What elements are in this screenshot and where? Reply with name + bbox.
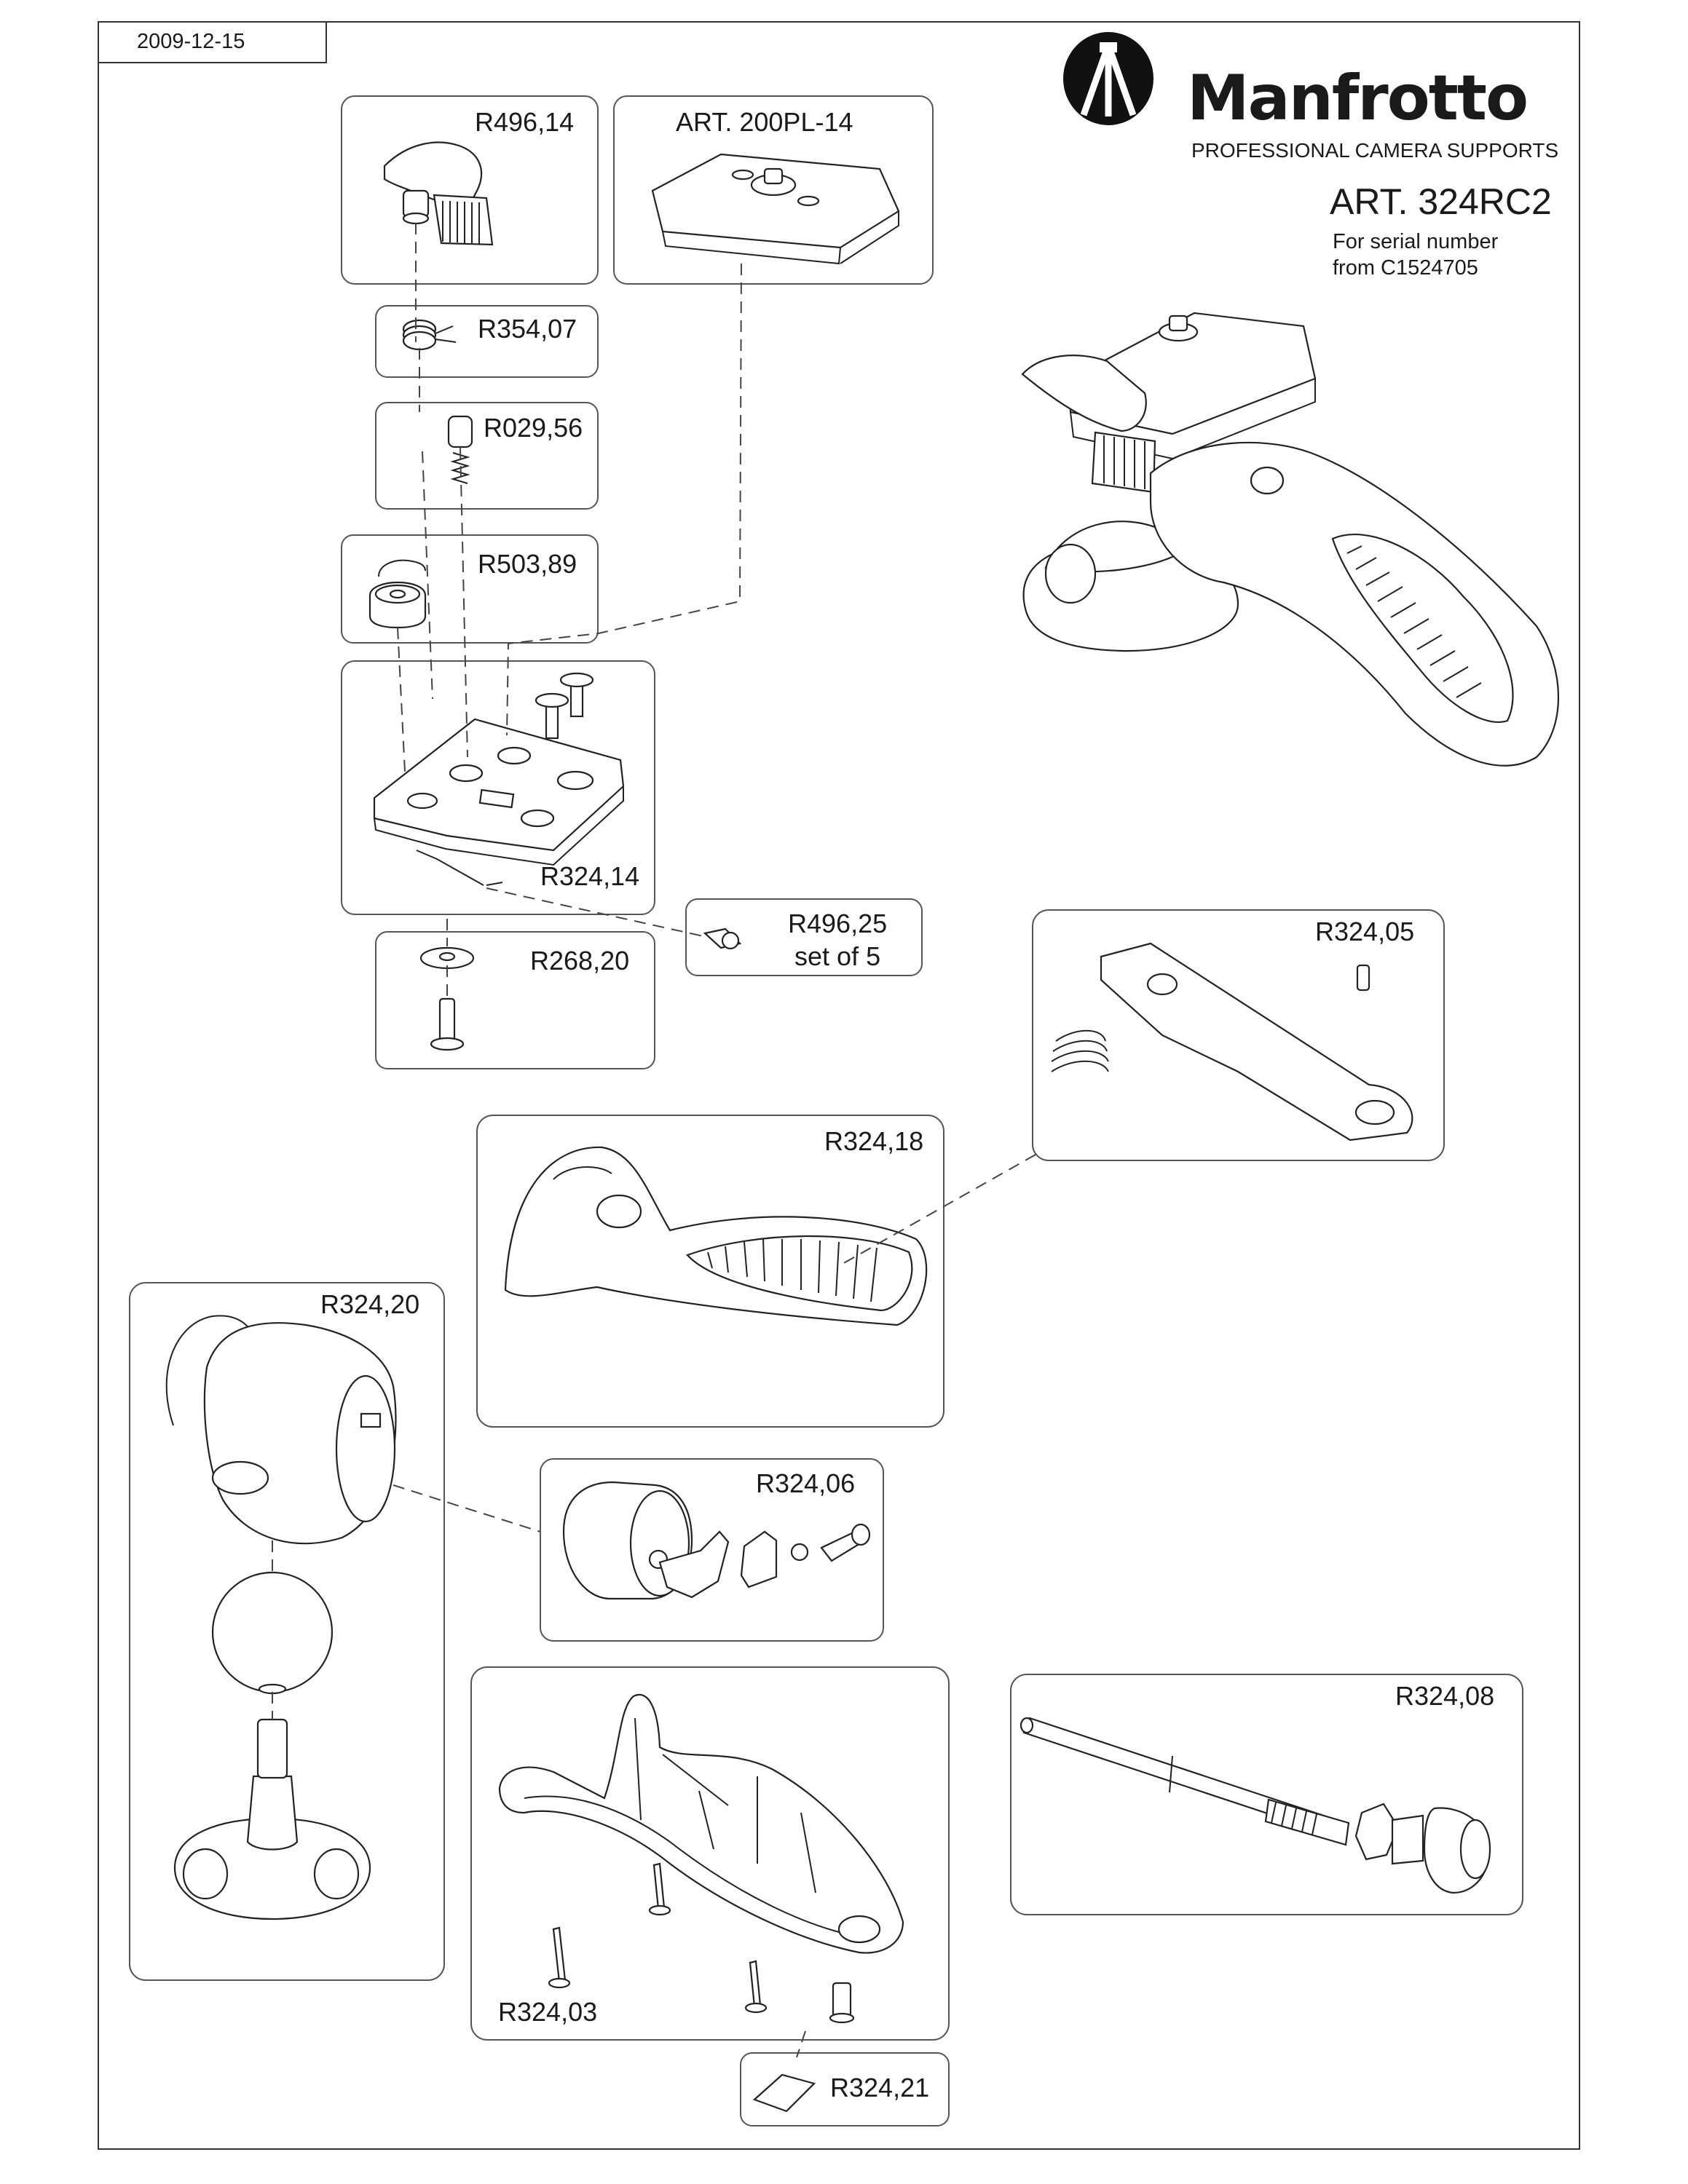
box-r324-03 <box>470 1666 950 2041</box>
assembly-guide-lines <box>272 223 1036 2058</box>
assembled-head-drawing <box>1021 312 1559 767</box>
box-r324-18 <box>476 1115 944 1428</box>
box-r324-21 <box>740 2052 950 2126</box>
part-200pl-14-drawing <box>651 153 900 265</box>
part-r268-20-drawing <box>419 946 475 1051</box>
box-r324-08 <box>1010 1674 1523 1915</box>
part-r324-18-drawing <box>504 1146 928 1326</box>
part-r324-05-drawing <box>1051 942 1413 1142</box>
box-r496-25 <box>685 898 923 976</box>
box-r503-89 <box>341 534 599 644</box>
date-tab <box>98 22 327 63</box>
part-r503-89-drawing <box>368 559 427 629</box>
box-r324-06 <box>540 1458 884 1642</box>
box-r268-20 <box>375 931 655 1069</box>
part-r324-20-drawing <box>165 1315 397 1920</box>
part-r324-14-drawing <box>373 672 625 886</box>
part-r324-03-drawing <box>498 1693 904 2024</box>
part-r324-21-drawing <box>752 2073 816 2113</box>
box-r496-14 <box>341 95 599 285</box>
manfrotto-logo-icon <box>1063 32 1153 125</box>
part-r496-14-drawing <box>383 141 494 246</box>
box-r354-07 <box>375 305 599 378</box>
part-r496-25-drawing <box>703 927 742 950</box>
part-r029-56-drawing <box>447 415 473 484</box>
part-r354-07-drawing <box>402 319 457 351</box>
part-r324-06-drawing <box>562 1481 871 1600</box>
box-r324-20 <box>129 1282 445 1981</box>
box-r324-14 <box>341 660 655 915</box>
sheet-frame <box>98 21 1580 2150</box>
box-art-200pl-14 <box>613 95 934 285</box>
box-r324-05 <box>1032 909 1445 1161</box>
part-r324-08-drawing <box>1019 1717 1491 1894</box>
box-r029-56 <box>375 402 599 510</box>
